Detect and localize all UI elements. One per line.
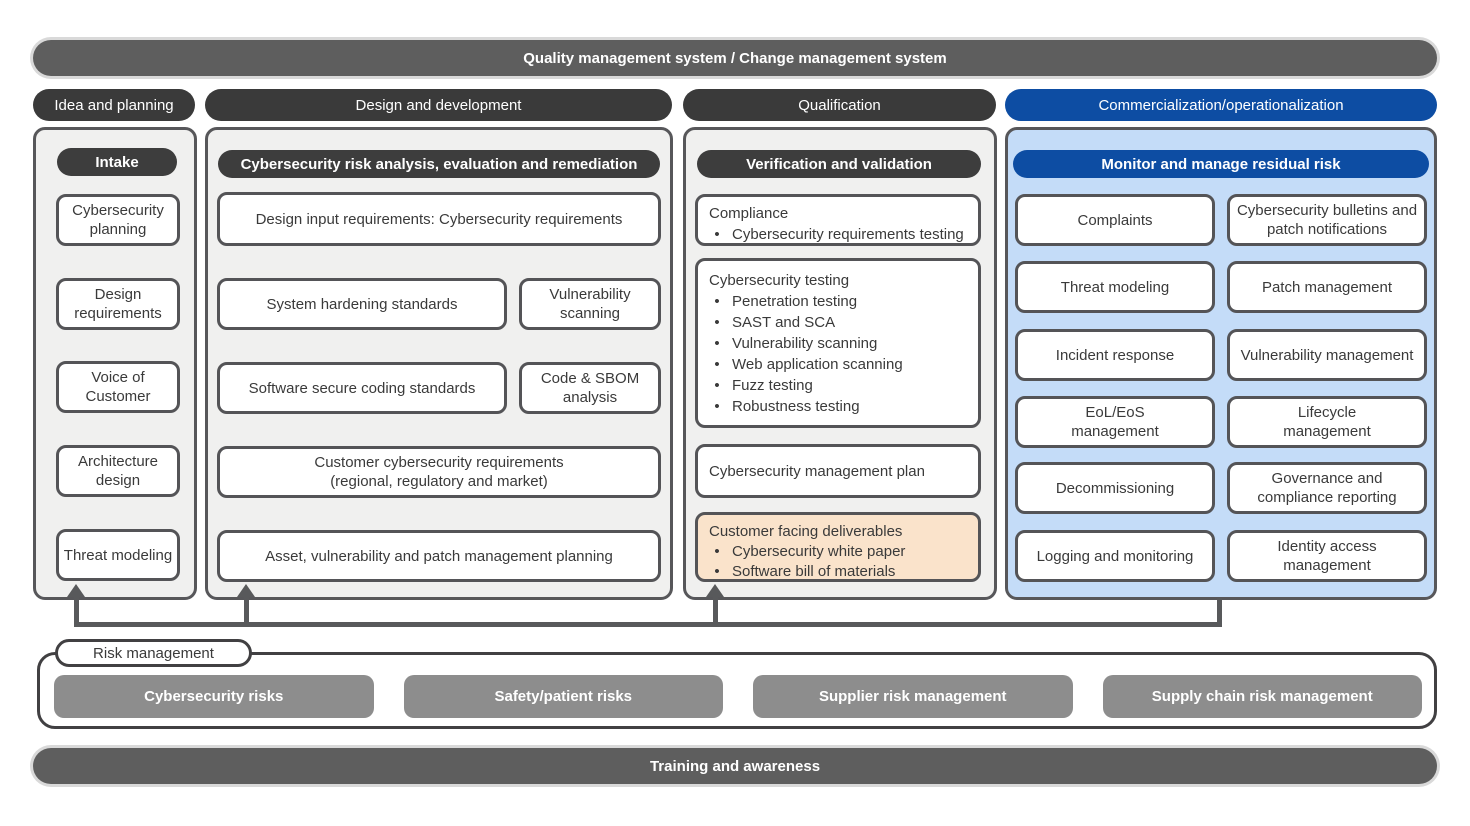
- bullet-text: Penetration testing: [732, 293, 858, 310]
- bullet-item: Vulnerability scanning: [709, 333, 970, 354]
- bullet-text: Cybersecurity requirements testing: [732, 226, 964, 243]
- box-customer-facing-deliverables: Customer facing deliverables Cybersecuri…: [695, 512, 981, 582]
- box-complaints: Complaints: [1015, 194, 1215, 246]
- bullet-item: Software bill of materials: [709, 562, 970, 582]
- box-cybersecurity-testing: Cybersecurity testing Penetration testin…: [695, 258, 981, 428]
- box-compliance: Compliance Cybersecurity requirements te…: [695, 194, 981, 246]
- box-line-1: Customer cybersecurity requirements: [314, 454, 564, 471]
- feedback-stem-design: [244, 593, 249, 625]
- box-architecture-design: Architecture design: [56, 445, 180, 497]
- box-logging-and-monitoring: Logging and monitoring: [1015, 530, 1215, 582]
- bullet-text: Software bill of materials: [732, 563, 896, 580]
- box-lifecycle-management: Lifecycle management: [1227, 396, 1427, 448]
- box-system-hardening-standards: System hardening standards: [217, 278, 507, 330]
- phase-commercialization: Commercialization/operationalization: [1005, 89, 1437, 121]
- bullet-item: Web application scanning: [709, 354, 970, 375]
- feedback-line-vertical: [1217, 598, 1222, 627]
- risk-pill-supplier: Supplier risk management: [753, 675, 1073, 718]
- bullet-item: Penetration testing: [709, 291, 970, 312]
- bullet-text: SAST and SCA: [732, 314, 836, 331]
- box-eol-eos-management: EoL/EoS management: [1015, 396, 1215, 448]
- box-threat-modeling-monitor: Threat modeling: [1015, 261, 1215, 313]
- box-vulnerability-management: Vulnerability management: [1227, 329, 1427, 381]
- box-vulnerability-scanning: Vulnerability scanning: [519, 278, 661, 330]
- panel-verification-validation: Verification and validation Compliance C…: [683, 127, 997, 600]
- bullet-item: Robustness testing: [709, 396, 970, 417]
- risk-pill-cybersecurity: Cybersecurity risks: [54, 675, 374, 718]
- risk-pill-supply-chain: Supply chain risk management: [1102, 675, 1422, 718]
- risk-pill-row: Cybersecurity risks Safety/patient risks…: [54, 675, 1422, 718]
- bullet-text: Cybersecurity white paper: [732, 543, 906, 560]
- bullet-text: Vulnerability scanning: [732, 335, 878, 352]
- panel-intake: Intake Cybersecurity planning Design req…: [33, 127, 197, 600]
- intake-header-pill: Intake: [57, 148, 177, 176]
- box-asset-vulnerability-patch-planning: Asset, vulnerability and patch managemen…: [217, 530, 661, 582]
- phase-design-and-development: Design and development: [205, 89, 672, 121]
- up-arrow-icon: [237, 584, 255, 597]
- bullet-text: Fuzz testing: [732, 377, 813, 394]
- box-code-sbom-analysis: Code & SBOM analysis: [519, 362, 661, 414]
- bullet-item: SAST and SCA: [709, 312, 970, 333]
- box-decommissioning: Decommissioning: [1015, 462, 1215, 514]
- bullet-text: Robustness testing: [732, 398, 860, 415]
- qms-banner: Quality management system / Change manag…: [33, 40, 1437, 76]
- bullet-item: Cybersecurity white paper: [709, 542, 970, 562]
- box-identity-access-management: Identity access management: [1227, 530, 1427, 582]
- monitor-header-pill: Monitor and manage residual risk: [1013, 150, 1429, 178]
- panel-monitor-residual-risk: Monitor and manage residual risk Complai…: [1005, 127, 1437, 600]
- box-secure-coding-standards: Software secure coding standards: [217, 362, 507, 414]
- risk-analysis-header-pill: Cybersecurity risk analysis, evaluation …: [218, 150, 660, 178]
- box-voice-of-customer: Voice of Customer: [56, 361, 180, 413]
- box-customer-cybersecurity-requirements: Customer cybersecurity requirements (reg…: [217, 446, 661, 498]
- box-design-requirements: Design requirements: [56, 278, 180, 330]
- bullet-item: Fuzz testing: [709, 375, 970, 396]
- up-arrow-icon: [706, 584, 724, 597]
- box-cybersecurity-planning: Cybersecurity planning: [56, 194, 180, 246]
- box-cybersecurity-management-plan: Cybersecurity management plan: [695, 444, 981, 498]
- panel-risk-analysis: Cybersecurity risk analysis, evaluation …: [205, 127, 673, 600]
- box-governance-compliance-reporting: Governance and compliance reporting: [1227, 462, 1427, 514]
- box-line-2: (regional, regulatory and market): [330, 473, 548, 490]
- up-arrow-icon: [67, 584, 85, 597]
- verification-header-pill: Verification and validation: [697, 150, 981, 178]
- feedback-stem-intake: [74, 593, 79, 625]
- risk-management-label: Risk management: [55, 639, 252, 667]
- phase-idea-and-planning: Idea and planning: [33, 89, 195, 121]
- deliverables-title: Customer facing deliverables: [709, 523, 903, 540]
- bullet-item: Cybersecurity requirements testing: [709, 224, 970, 245]
- risk-pill-safety-patient: Safety/patient risks: [403, 675, 723, 718]
- testing-title: Cybersecurity testing: [709, 272, 850, 289]
- box-cybersecurity-bulletins: Cybersecurity bulletins and patch notifi…: [1227, 194, 1427, 246]
- box-design-input-requirements: Design input requirements: Cybersecurity…: [217, 192, 661, 246]
- box-incident-response: Incident response: [1015, 329, 1215, 381]
- compliance-title: Compliance: [709, 205, 789, 222]
- phase-qualification: Qualification: [683, 89, 996, 121]
- box-patch-management: Patch management: [1227, 261, 1427, 313]
- training-awareness-banner: Training and awareness: [33, 748, 1437, 784]
- box-threat-modeling-intake: Threat modeling: [56, 529, 180, 581]
- feedback-stem-qualification: [713, 593, 718, 625]
- feedback-line-horizontal: [74, 622, 1222, 627]
- bullet-text: Web application scanning: [732, 356, 903, 373]
